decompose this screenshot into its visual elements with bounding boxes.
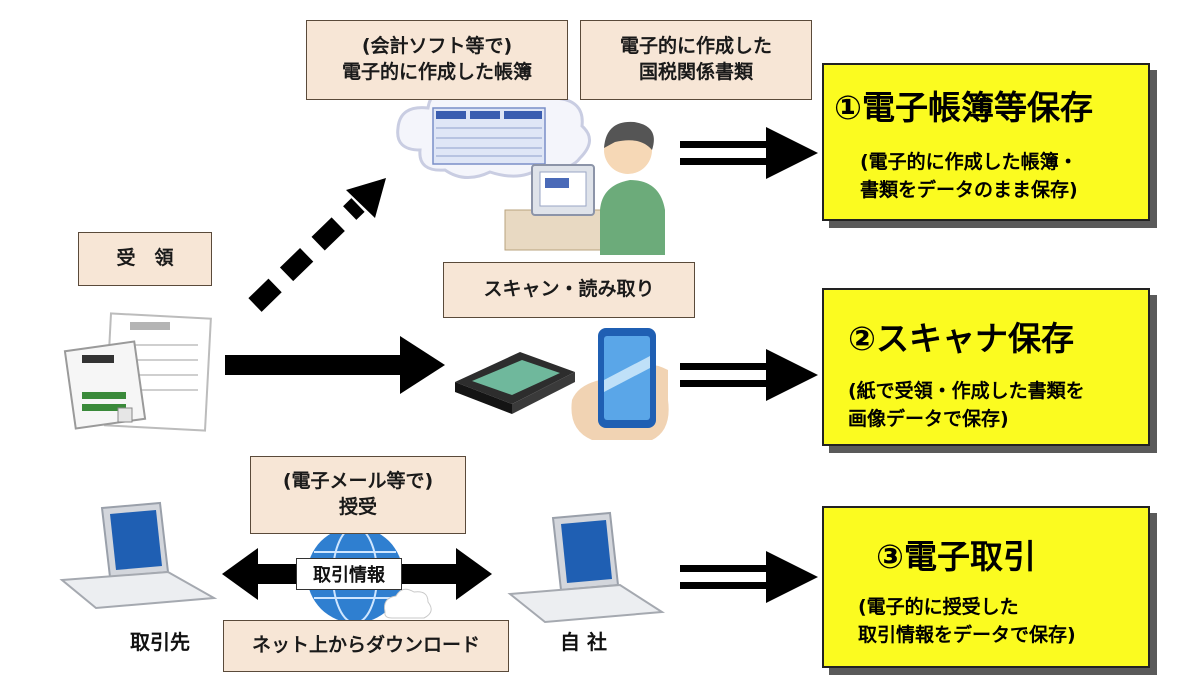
label-accounting-software-line2: 電子的に作成した帳簿 — [341, 61, 532, 83]
label-electronic-docs: 電子的に作成した 国税関係書類 — [580, 20, 812, 100]
result-sub-line2: 取引情報をデータで保存) — [858, 624, 1076, 646]
label-electronic-docs-line2: 国税関係書類 — [638, 61, 753, 83]
result-sub-line2: 画像データで保存) — [848, 408, 1009, 430]
label-counterparty: 取引先 — [130, 630, 190, 654]
smartphone-icon — [571, 328, 669, 440]
label-download-text: ネット上からダウンロード — [251, 634, 480, 657]
laptop-icon — [507, 511, 666, 624]
double-arrow-1 — [680, 127, 818, 179]
scanner-icon — [455, 352, 575, 414]
result-box-electronic-transaction: ③電子取引 (電子的に授受した 取引情報をデータで保存) — [822, 506, 1150, 668]
label-email: (電子メール等で) 授受 — [250, 456, 466, 534]
double-arrow-3 — [680, 551, 818, 603]
label-own-company: 自 社 — [560, 630, 607, 654]
result-sub-line1: (電子的に作成した帳簿・ — [860, 151, 1078, 173]
result-title: ①電子帳簿等保存 — [834, 88, 1093, 127]
label-download: ネット上からダウンロード — [223, 620, 509, 672]
dashed-arrow-to-cloud — [248, 178, 386, 312]
label-electronic-docs-line1: 電子的に作成した — [619, 35, 772, 58]
result-sub-line1: (電子的に授受した — [858, 596, 1019, 618]
paper-document-icon — [63, 312, 212, 432]
label-email-line2: 授受 — [338, 496, 377, 518]
result-sub-line2: 書類をデータのまま保存) — [860, 179, 1078, 201]
person-at-computer-icon — [504, 121, 665, 255]
result-box-electronic-books: ①電子帳簿等保存 (電子的に作成した帳簿・ 書類をデータのまま保存) — [822, 63, 1150, 221]
label-scan-read: スキャン・読み取り — [443, 262, 695, 318]
label-transaction-info-text: 取引情報 — [313, 565, 385, 586]
label-transaction-info: 取引情報 — [296, 558, 402, 590]
label-receipt-text: 受 領 — [116, 247, 174, 270]
label-accounting-software: (会計ソフト等で) 電子的に作成した帳簿 — [306, 20, 568, 100]
arrow-to-scanner — [225, 336, 445, 394]
label-receipt: 受 領 — [78, 232, 212, 286]
result-sub-line1: (紙で受領・作成した書類を — [848, 380, 1085, 402]
double-arrow-2 — [680, 349, 818, 401]
label-scan-read-text: スキャン・読み取り — [483, 278, 655, 301]
label-email-line1: (電子メール等で) — [282, 470, 434, 493]
result-title: ③電子取引 — [876, 537, 1036, 576]
cloud-icon — [396, 73, 591, 179]
result-title: ②スキャナ保存 — [848, 319, 1074, 358]
laptop-icon — [59, 501, 218, 610]
label-accounting-software-line1: (会計ソフト等で) — [361, 35, 513, 58]
result-box-scanner: ②スキャナ保存 (紙で受領・作成した書類を 画像データで保存) — [822, 288, 1150, 446]
